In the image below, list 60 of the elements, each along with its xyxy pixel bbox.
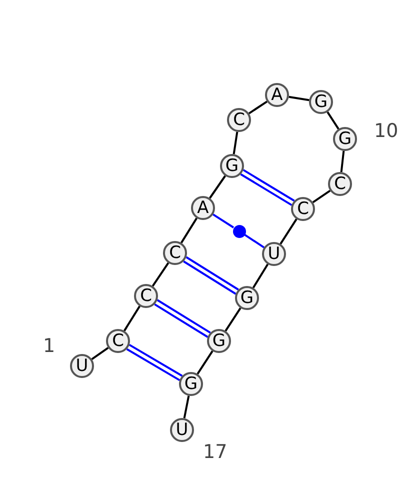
base-letter: C bbox=[334, 176, 346, 192]
backbone-line bbox=[288, 96, 310, 102]
base-letter: U bbox=[268, 246, 280, 262]
backbone-line bbox=[248, 100, 268, 114]
base-letter: G bbox=[212, 332, 226, 350]
nucleotide-circle bbox=[70, 354, 94, 378]
nucleotide-circle bbox=[328, 172, 352, 196]
base-letter: C bbox=[233, 112, 245, 128]
backbone-line bbox=[152, 262, 170, 287]
nucleotide-circle bbox=[291, 197, 315, 221]
position-number: 10 bbox=[374, 122, 398, 140]
base-pair-line bbox=[183, 260, 236, 295]
base-letter: U bbox=[176, 422, 188, 438]
base-letter: C bbox=[297, 200, 309, 218]
base-letter: C bbox=[140, 288, 152, 304]
base-letter: A bbox=[271, 86, 283, 104]
nucleotide-circle bbox=[333, 127, 357, 151]
backbone-line bbox=[224, 308, 242, 332]
base-pair-line bbox=[212, 214, 234, 228]
backbone-line bbox=[326, 112, 340, 130]
base-pair-line bbox=[186, 256, 239, 290]
base-letter: G bbox=[240, 290, 254, 306]
nucleotide-circle bbox=[262, 242, 286, 266]
nucleotide-circle bbox=[265, 83, 289, 107]
position-number: 1 bbox=[43, 336, 56, 356]
backbone-line bbox=[183, 396, 190, 418]
base-letter: C bbox=[169, 244, 181, 262]
nucleotide-circle bbox=[309, 90, 333, 114]
nucleotide-circle bbox=[220, 154, 244, 178]
backbone-line bbox=[340, 150, 345, 172]
nucleotide-circle bbox=[207, 329, 231, 353]
backbone-line bbox=[252, 264, 269, 288]
nucleotide-circle bbox=[227, 108, 251, 132]
backbone-line bbox=[196, 350, 214, 374]
base-letter: A bbox=[197, 200, 209, 216]
backbone-line bbox=[180, 218, 198, 244]
backbone-line bbox=[232, 132, 238, 154]
nucleotide-circle bbox=[106, 329, 130, 353]
base-pair-line bbox=[244, 234, 265, 248]
base-pair-line bbox=[128, 344, 183, 377]
base-letter: G bbox=[338, 130, 352, 148]
base-pair-dot bbox=[232, 224, 246, 238]
nucleotide-circle bbox=[191, 196, 215, 220]
base-letter: G bbox=[314, 94, 328, 110]
position-number: 17 bbox=[203, 442, 228, 462]
nucleotide-circle bbox=[170, 418, 194, 442]
backbone-line bbox=[124, 306, 140, 332]
base-letter: G bbox=[184, 376, 198, 392]
backbone-line bbox=[312, 190, 331, 204]
backbone-line bbox=[209, 175, 226, 199]
base-letter: C bbox=[112, 332, 124, 350]
base-pair-line bbox=[126, 348, 180, 382]
base-letter: G bbox=[225, 158, 239, 174]
backbone-line bbox=[91, 347, 109, 360]
backbone-line bbox=[280, 218, 298, 244]
nucleotide-circle bbox=[179, 372, 203, 396]
nucleotide-circle bbox=[134, 284, 158, 308]
nucleotide-circle bbox=[163, 241, 187, 265]
nucleotide-circle bbox=[235, 286, 259, 310]
base-letter: U bbox=[76, 358, 88, 374]
